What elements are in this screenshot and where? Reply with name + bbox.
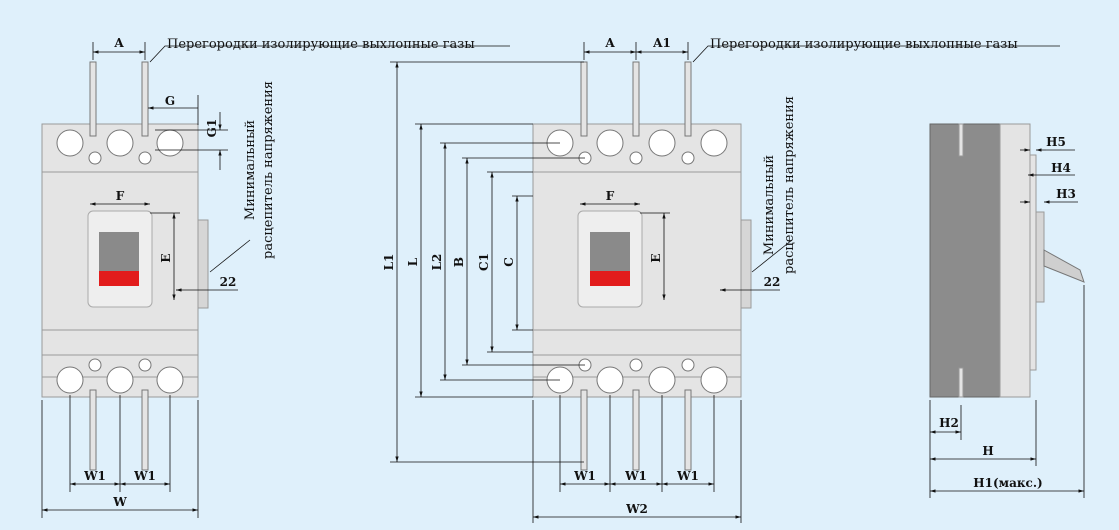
dim-C: C	[502, 257, 516, 267]
dim-A-left: A	[113, 36, 124, 50]
dim-F-middle: F	[606, 189, 615, 203]
dim-B: B	[452, 257, 466, 267]
dim-L: L	[406, 257, 420, 266]
dim-W1-left-1: W1	[83, 469, 106, 483]
dim-G: G	[165, 94, 175, 108]
dim-H5: H5	[1046, 135, 1066, 149]
min-release-label-middle-1: Минимальный	[762, 155, 777, 255]
labels-right: H5 H4 H3 H2 H H1(макс.)	[939, 135, 1076, 490]
dim-W1-middle-2: W1	[624, 469, 647, 483]
exhaust-barrier-note-middle: Перегородки изолирующие выхлопные газы	[710, 37, 1018, 52]
dims-middle	[390, 42, 1060, 523]
labels-left: A Перегородки изолирующие выхлопные газы…	[83, 36, 475, 509]
labels-middle: A A1 Перегородки изолирующие выхлопные г…	[382, 36, 1018, 516]
front-view-3pole	[41, 61, 209, 471]
dim-W1-middle-1: W1	[573, 469, 596, 483]
min-release-label-middle-2: расцепитель напряжения	[782, 96, 797, 274]
dim-W1-middle-3: W1	[676, 469, 699, 483]
dim-F-left: F	[116, 189, 125, 203]
dim-W1-left-2: W1	[133, 469, 156, 483]
front-view-4pole	[532, 61, 752, 471]
dim-L1: L1	[382, 254, 396, 271]
dim-H3: H3	[1056, 187, 1076, 201]
exhaust-barrier-note-left: Перегородки изолирующие выхлопные газы	[167, 37, 475, 52]
dim-G1: G1	[205, 119, 219, 138]
dim-A1: A1	[652, 36, 671, 50]
dim-A-middle: A	[604, 36, 615, 50]
min-release-label-left-1: Минимальный	[243, 120, 258, 220]
dim-E-middle: E	[649, 253, 663, 262]
dim-H: H	[982, 444, 993, 458]
dim-H1-max: H1(макс.)	[973, 476, 1042, 490]
dims-left	[41, 42, 510, 518]
min-release-label-left-2: расцепитель напряжения	[261, 81, 276, 259]
dims-right	[929, 148, 1085, 498]
dim-W: W	[112, 495, 127, 509]
dim-L2: L2	[430, 254, 444, 271]
dim-H4: H4	[1051, 161, 1071, 175]
dim-H2: H2	[939, 416, 959, 430]
dim-W2: W2	[625, 502, 648, 516]
dim-C1: C1	[477, 253, 491, 271]
dim-22-middle: 22	[764, 275, 781, 289]
dim-22-left: 22	[220, 275, 237, 289]
dim-E-left: E	[159, 253, 173, 262]
side-view	[929, 123, 1085, 398]
